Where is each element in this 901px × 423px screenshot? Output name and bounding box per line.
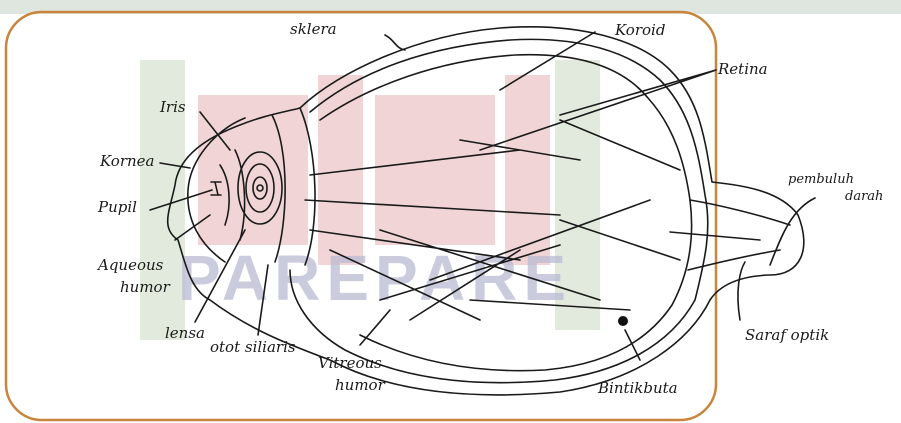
blind-spot	[618, 316, 628, 326]
leader-sklera	[385, 35, 405, 50]
label-pembuluh-2: darah	[845, 189, 883, 204]
label-lensa: lensa	[165, 324, 205, 342]
label-vitreous-2: humor	[335, 376, 386, 394]
label-koroid: Koroid	[614, 21, 665, 39]
label-sklera: sklera	[290, 20, 337, 38]
label-kornea: Kornea	[99, 152, 155, 170]
label-saraf-optik: Saraf optik	[745, 326, 829, 344]
label-pembuluh-1: pembuluh	[788, 172, 854, 187]
label-iris: Iris	[159, 98, 186, 116]
label-aqueous-2: humor	[120, 278, 171, 296]
label-vitreous-1: Vitreous	[318, 354, 382, 372]
label-pupil: Pupil	[97, 198, 137, 216]
label-aqueous-1: Aqueous	[96, 256, 164, 274]
leader-vitreous	[360, 310, 390, 345]
leader-saraf	[738, 262, 745, 320]
label-retina: Retina	[717, 60, 768, 78]
label-bintik-buta: Bintikbuta	[597, 379, 678, 397]
label-otot-siliaris: otot siliaris	[210, 338, 296, 356]
leader-bintik	[625, 330, 640, 360]
